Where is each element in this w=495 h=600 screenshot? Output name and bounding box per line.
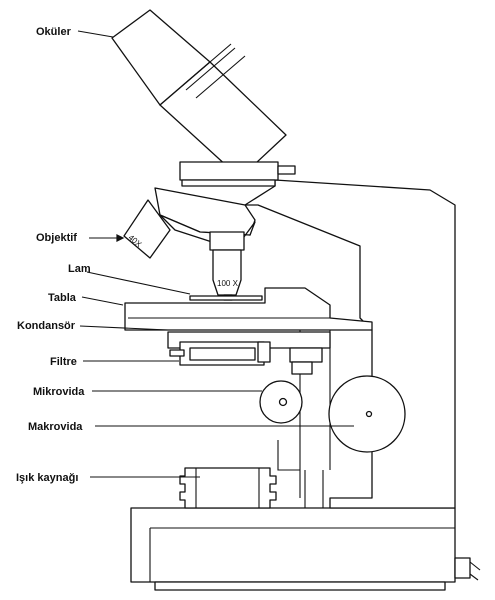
- nosepiece: 40X 100 X: [123, 199, 256, 301]
- leader-lines: [77, 30, 354, 478]
- label-kondansor: Kondansör: [17, 320, 76, 332]
- coarse-focus-knob: [328, 375, 406, 453]
- filter: [169, 341, 271, 366]
- slide: [189, 295, 263, 301]
- label-isik-kaynagi: Işık kaynağı: [16, 472, 78, 484]
- condenser: [167, 331, 331, 375]
- light-source: [179, 467, 277, 509]
- eyepiece: [111, 9, 287, 179]
- label-makrovida: Makrovida: [28, 421, 83, 433]
- label-lam: Lam: [68, 263, 91, 275]
- label-okuler: Oküler: [36, 26, 72, 38]
- stage: [124, 287, 373, 331]
- label-objektif: Objektif: [36, 232, 77, 244]
- label-mikrovida: Mikrovida: [33, 386, 85, 398]
- objective-100x-mark: 100 X: [217, 279, 239, 288]
- label-filtre: Filtre: [50, 356, 77, 368]
- fine-focus-knob: [259, 380, 303, 424]
- label-tabla: Tabla: [48, 292, 77, 304]
- base: [130, 507, 481, 591]
